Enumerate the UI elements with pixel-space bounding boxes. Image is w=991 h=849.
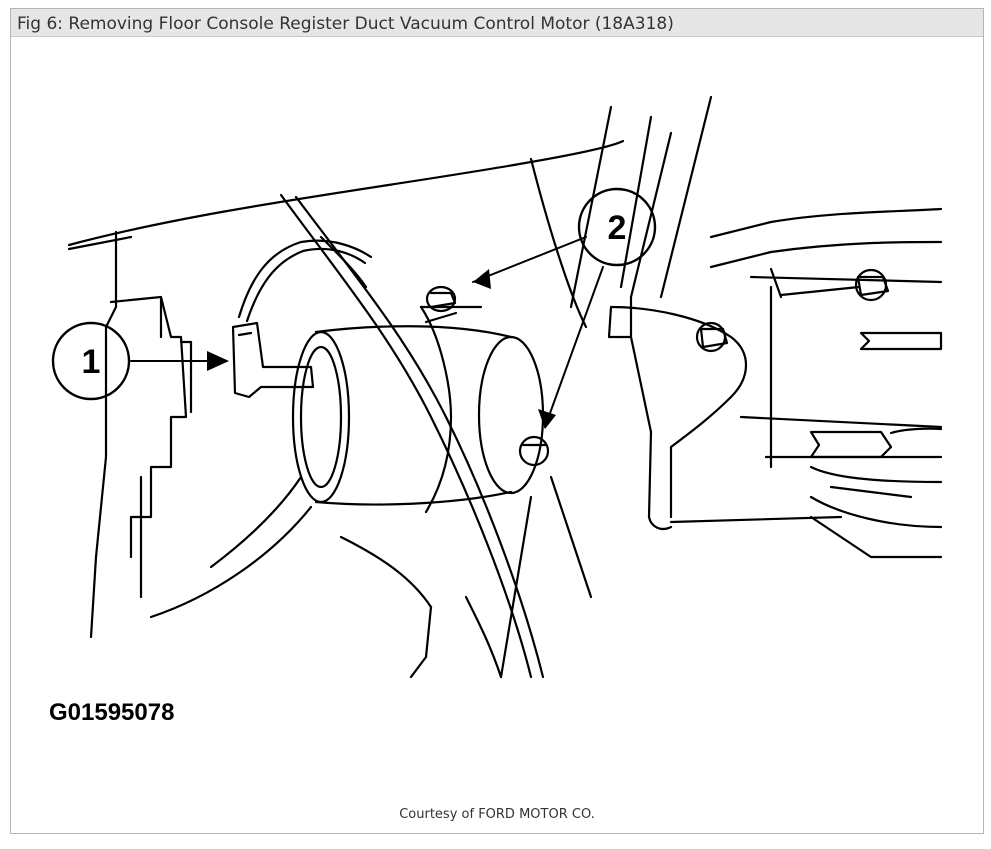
figure-id: G01595078 [49,699,175,726]
callout-2-label: 2 [608,209,627,247]
figure-credit: Courtesy of FORD MOTOR CO. [399,807,595,822]
figure-title-bar: Fig 6: Removing Floor Console Register D… [11,9,983,37]
figure-title: Fig 6: Removing Floor Console Register D… [17,14,674,34]
callout-1-label: 1 [82,343,101,381]
figure-frame: Fig 6: Removing Floor Console Register D… [10,8,984,834]
line-drawing: 1 2 [51,95,943,679]
